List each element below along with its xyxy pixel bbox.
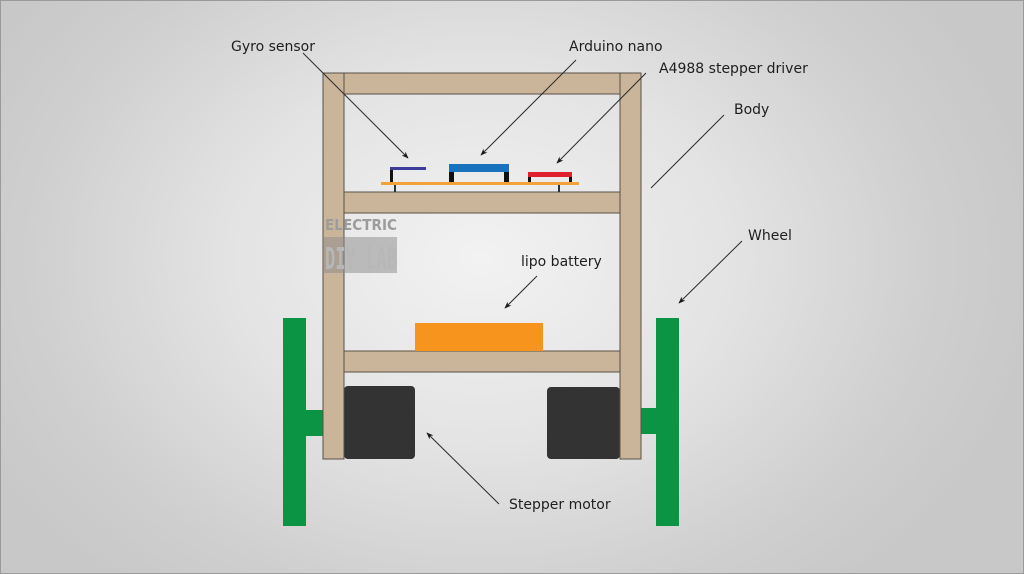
lipo-battery xyxy=(415,323,543,351)
label-wheel: Wheel xyxy=(748,228,792,244)
right-wheel xyxy=(640,318,679,526)
left-stepper-motor xyxy=(344,386,415,459)
electronics-board xyxy=(381,164,579,192)
battery-leader xyxy=(504,275,538,309)
label-gyro-sensor: Gyro sensor xyxy=(231,39,315,55)
label-body: Body xyxy=(734,102,769,118)
watermark-logo: ELECTRIC DIY LAB xyxy=(324,216,397,277)
wheel-leader xyxy=(678,240,743,304)
watermark-line1: ELECTRIC xyxy=(325,216,397,234)
arduino-leader xyxy=(480,59,577,156)
top-beam xyxy=(343,72,621,95)
watermark-line2: DIY LAB xyxy=(325,242,397,277)
middle-shelf xyxy=(343,191,621,214)
body-leader xyxy=(650,114,725,189)
pcb-board xyxy=(381,182,579,185)
label-stepper-driver: A4988 stepper driver xyxy=(659,61,808,77)
a4988-driver xyxy=(528,172,572,182)
arduino-nano xyxy=(449,164,509,182)
gyro-leader xyxy=(302,52,409,159)
label-arduino-nano: Arduino nano xyxy=(569,39,663,55)
label-lipo-battery: lipo battery xyxy=(521,254,602,270)
gyro-sensor xyxy=(390,167,426,182)
label-stepper-motor: Stepper motor xyxy=(509,497,611,513)
right-post xyxy=(619,72,642,460)
motor-leader xyxy=(426,432,500,505)
right-stepper-motor xyxy=(547,387,620,459)
left-wheel xyxy=(283,318,323,526)
driver-leader xyxy=(556,72,647,164)
bottom-shelf xyxy=(343,350,621,373)
